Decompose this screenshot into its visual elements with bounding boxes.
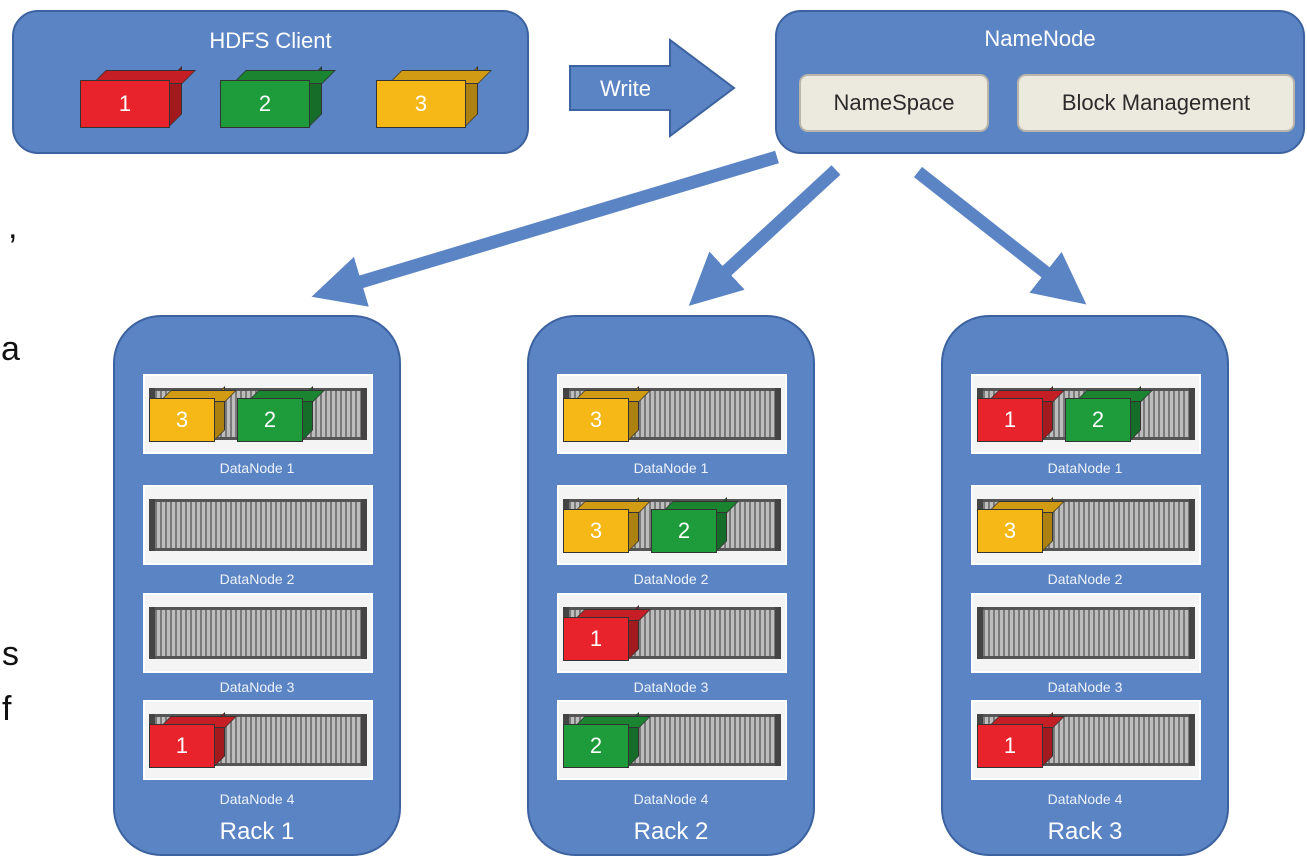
- datanode-label: DataNode 3: [219, 679, 295, 695]
- datanode-server: [971, 593, 1201, 673]
- data-block-3: 3: [563, 497, 651, 553]
- datanode-server: 2: [557, 700, 787, 780]
- side-text-fragment: f: [2, 690, 12, 728]
- server-handle: [1189, 714, 1195, 766]
- server-handle: [361, 607, 367, 659]
- server-handle: [149, 607, 155, 659]
- datanode-server: [143, 485, 373, 565]
- server-handle: [775, 607, 781, 659]
- block-label: 3: [977, 509, 1043, 553]
- data-block-1: 1: [977, 712, 1065, 768]
- datanode-server: 3: [971, 485, 1201, 565]
- namenode-panel: NameNode NameSpace Block Management: [775, 10, 1305, 154]
- block-label: 3: [563, 509, 629, 553]
- datanode-server: 1: [557, 593, 787, 673]
- server-handle: [1189, 499, 1195, 551]
- server-handle: [361, 388, 367, 440]
- datanode-label: DataNode 4: [219, 791, 295, 807]
- rack-label: Rack 2: [633, 818, 709, 845]
- data-block-1: 1: [80, 66, 196, 128]
- server-grill: [155, 607, 361, 659]
- datanode-label: DataNode 2: [633, 571, 709, 587]
- datanode-server: 1: [971, 700, 1201, 780]
- block-label: 2: [563, 724, 629, 768]
- server-handle: [361, 499, 367, 551]
- server-handle: [149, 499, 155, 551]
- namespace-box: NameSpace: [799, 74, 989, 132]
- block-label: 2: [1065, 398, 1131, 442]
- data-block-2: 2: [563, 712, 651, 768]
- datanode-label: DataNode 4: [1047, 791, 1123, 807]
- server-handle: [361, 714, 367, 766]
- data-block-2: 2: [237, 386, 325, 442]
- arrow-to-rack-2: [688, 165, 841, 306]
- datanode-label: DataNode 1: [219, 460, 295, 476]
- write-arrow: [569, 38, 736, 138]
- data-block-3: 3: [376, 66, 492, 128]
- datanode-label: DataNode 1: [1047, 460, 1123, 476]
- server-handle: [1189, 607, 1195, 659]
- server-grill: [155, 499, 361, 551]
- write-label: Write: [600, 76, 651, 101]
- side-text-fragment: s: [2, 635, 19, 673]
- block-label: 1: [80, 80, 170, 128]
- block-label: 3: [149, 398, 215, 442]
- block-label: 3: [376, 80, 466, 128]
- data-block-1: 1: [149, 712, 237, 768]
- server-grill: [983, 607, 1189, 659]
- side-text-fragment: ,: [8, 208, 18, 246]
- side-text-fragment: a: [1, 330, 20, 368]
- data-block-1: 1: [977, 386, 1065, 442]
- datanode-label: DataNode 2: [1047, 571, 1123, 587]
- server-handle: [775, 714, 781, 766]
- datanode-label: DataNode 3: [1047, 679, 1123, 695]
- datanode-label: DataNode 4: [633, 791, 709, 807]
- block-label: 2: [237, 398, 303, 442]
- data-block-2: 2: [1065, 386, 1153, 442]
- block-label: 1: [149, 724, 215, 768]
- block-label: 1: [977, 724, 1043, 768]
- block-management-box: Block Management: [1017, 74, 1295, 132]
- data-block-1: 1: [563, 605, 651, 661]
- datanode-server: 3: [557, 374, 787, 454]
- datanode-server: 1: [143, 700, 373, 780]
- server-handle: [1189, 388, 1195, 440]
- datanode-label: DataNode 2: [219, 571, 295, 587]
- datanode-label: DataNode 1: [633, 460, 709, 476]
- data-block-2: 2: [651, 497, 739, 553]
- hdfs-client-title: HDFS Client: [209, 28, 332, 53]
- rack-label: Rack 1: [219, 818, 295, 845]
- block-label: 2: [651, 509, 717, 553]
- block-label: 3: [563, 398, 629, 442]
- arrow-to-rack-3: [913, 166, 1087, 305]
- data-block-3: 3: [977, 497, 1065, 553]
- hdfs-client-panel: HDFS Client 1 2 3: [12, 10, 529, 154]
- namenode-title: NameNode: [984, 26, 1096, 51]
- server-handle: [977, 607, 983, 659]
- block-label: 1: [563, 617, 629, 661]
- datanode-label: DataNode 3: [633, 679, 709, 695]
- block-label: 2: [220, 80, 310, 128]
- data-block-3: 3: [563, 386, 651, 442]
- datanode-server: [143, 593, 373, 673]
- data-block-3: 3: [149, 386, 237, 442]
- server-handle: [775, 499, 781, 551]
- block-label: 1: [977, 398, 1043, 442]
- rack-label: Rack 3: [1047, 818, 1123, 845]
- server-handle: [775, 388, 781, 440]
- arrow-to-rack-1: [311, 150, 779, 307]
- data-block-2: 2: [220, 66, 336, 128]
